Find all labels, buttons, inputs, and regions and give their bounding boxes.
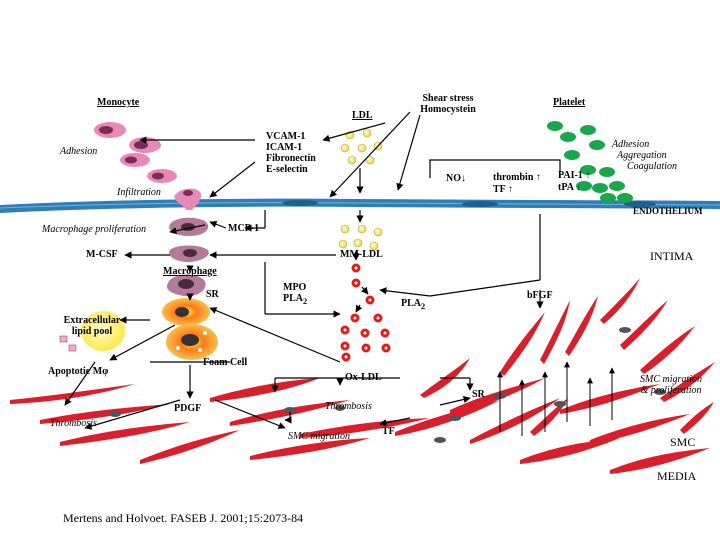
up-arrow-glyph: ↑ (507, 184, 513, 195)
label-mcp1: MCP-1 (228, 223, 260, 234)
label-pdgf: PDGF (174, 403, 202, 414)
label-adhesion-left: Adhesion (60, 146, 98, 157)
label-no-text: NO (446, 173, 461, 184)
label-pla2-right: PLA2 (401, 298, 425, 312)
subscript-2: 2 (303, 297, 308, 306)
down-arrow-glyph: ↓ (575, 182, 581, 193)
label-adhesion-right: Adhesion (612, 139, 650, 150)
down-arrow-glyph: ↓ (461, 173, 466, 184)
label-eselectin: E-selectin (266, 164, 308, 175)
label-mmldl: MM-LDL (340, 249, 383, 260)
macrophages (166, 217, 209, 297)
label-smc-migration-right-line1: SMC migration (640, 374, 702, 385)
label-mpo-pla2: MPO PLA2 (283, 282, 307, 307)
label-bfgf: bFGF (527, 290, 553, 301)
label-infiltration: Infiltration (117, 187, 161, 198)
label-extracellular: Extracellular (63, 315, 121, 326)
label-sr-bottom: SR (472, 389, 485, 400)
macrophage-cell (169, 217, 209, 236)
label-tf-top: TF (493, 184, 506, 195)
citation: Mertens and Holvoet. FASEB J. 2001;15:20… (63, 511, 304, 525)
oxldl-particle (381, 343, 391, 353)
label-mpo: MPO (283, 282, 307, 293)
label-apoptotic-mphi: Apoptotic Mφ (48, 366, 108, 377)
label-thrombin: thrombin (493, 172, 534, 183)
label-homocystein: Homocystein (420, 104, 476, 115)
oxldl-particle (340, 325, 350, 335)
up-arrow-glyph: ↑ (535, 172, 541, 183)
foam-cells (162, 298, 218, 360)
oxldl-particle (351, 263, 361, 273)
label-smc-migration-right: SMC migration & proliferation (632, 374, 710, 396)
label-adhesion-molecules: VCAM-1 ICAM-1 Fibronectin E-selectin (266, 131, 316, 175)
label-extracellular-lipid-pool: Extracellular lipid pool (62, 315, 122, 337)
label-fibronectin: Fibronectin (266, 153, 316, 164)
oxldl-particle (350, 313, 360, 323)
monocyte-transmigrating (174, 188, 202, 210)
label-apoptotic: Apoptotic M (48, 366, 103, 377)
oxldl-particles (340, 263, 391, 362)
label-sr-top: SR (206, 289, 219, 300)
label-mcsf: M-CSF (86, 249, 118, 260)
smc-cells (10, 278, 715, 474)
label-thrombosis-mid: Thrombosis (325, 401, 372, 412)
label-proliferation-right: & proliferation (640, 385, 702, 396)
phi-glyph: φ (102, 366, 109, 377)
pathway-arrows (64, 111, 561, 430)
label-thrombin-tf: thrombin ↑ TF ↑ (493, 172, 541, 196)
oxldl-particle (380, 328, 390, 338)
label-smc-migration-mid: SMC migration (288, 431, 350, 442)
platelets (547, 121, 633, 203)
label-shear-stress-line1: Shear stress (422, 93, 474, 104)
oxldl-particle (351, 278, 361, 288)
label-tf-bottom: TF (382, 426, 395, 437)
label-no: NO↓ (446, 173, 466, 184)
label-shear-stress: Shear stress Homocystein (408, 93, 488, 115)
label-macrophage-proliferation: Macrophage proliferation (42, 224, 146, 235)
label-pla2-mid: PLA (283, 293, 303, 304)
label-smc: SMC (670, 435, 696, 449)
lipid-pool (59, 311, 125, 352)
label-coagulation: Coagulation (627, 161, 678, 172)
subscript-2: 2 (421, 302, 426, 311)
up-arrow-glyph: ↑ (585, 170, 591, 181)
oxldl-particle (373, 313, 383, 323)
label-endothelium: ENDOTHELIUM (633, 206, 703, 216)
macrophage-cell (166, 274, 206, 297)
label-thrombosis-left: Thrombosis (50, 418, 97, 429)
label-platelet-functions: Adhesion Aggregation Coagulation (612, 139, 677, 172)
oxldl-particle (360, 328, 370, 338)
monocyte-cell (120, 153, 150, 167)
label-vcam: VCAM-1 (266, 131, 306, 142)
ldl-particles (338, 128, 383, 251)
monocyte-group (94, 122, 202, 210)
label-icam: ICAM-1 (266, 142, 303, 153)
label-foam-cell: Foam Cell (203, 357, 248, 368)
smc-migration-arrows (497, 361, 615, 436)
label-pla2-right-text: PLA (401, 298, 421, 309)
monocyte-cell (94, 122, 126, 138)
oxldl-particle (361, 343, 371, 353)
oxldl-particle (340, 341, 350, 351)
label-oxldl: Ox-LDL (345, 372, 382, 383)
smc-nuclei (109, 327, 666, 443)
label-platelet: Platelet (553, 97, 586, 108)
label-ldl: LDL (352, 110, 373, 121)
label-tpa: tPA (558, 182, 574, 193)
label-intima: INTIMA (650, 249, 694, 263)
label-lipid-pool: lipid pool (71, 326, 113, 337)
label-pai: PAI-1 (558, 170, 583, 181)
oxldl-particle (365, 295, 375, 305)
oxldl-particle (341, 352, 351, 362)
label-aggregation: Aggregation (617, 150, 667, 161)
label-macrophage: Macrophage (163, 266, 217, 277)
label-media: MEDIA (657, 469, 697, 483)
label-monocyte: Monocyte (97, 97, 140, 108)
monocyte-cell (147, 169, 177, 183)
label-pai-tpa: PAI-1 ↑ tPA ↓ (558, 170, 590, 194)
macrophage-cell (169, 245, 209, 262)
